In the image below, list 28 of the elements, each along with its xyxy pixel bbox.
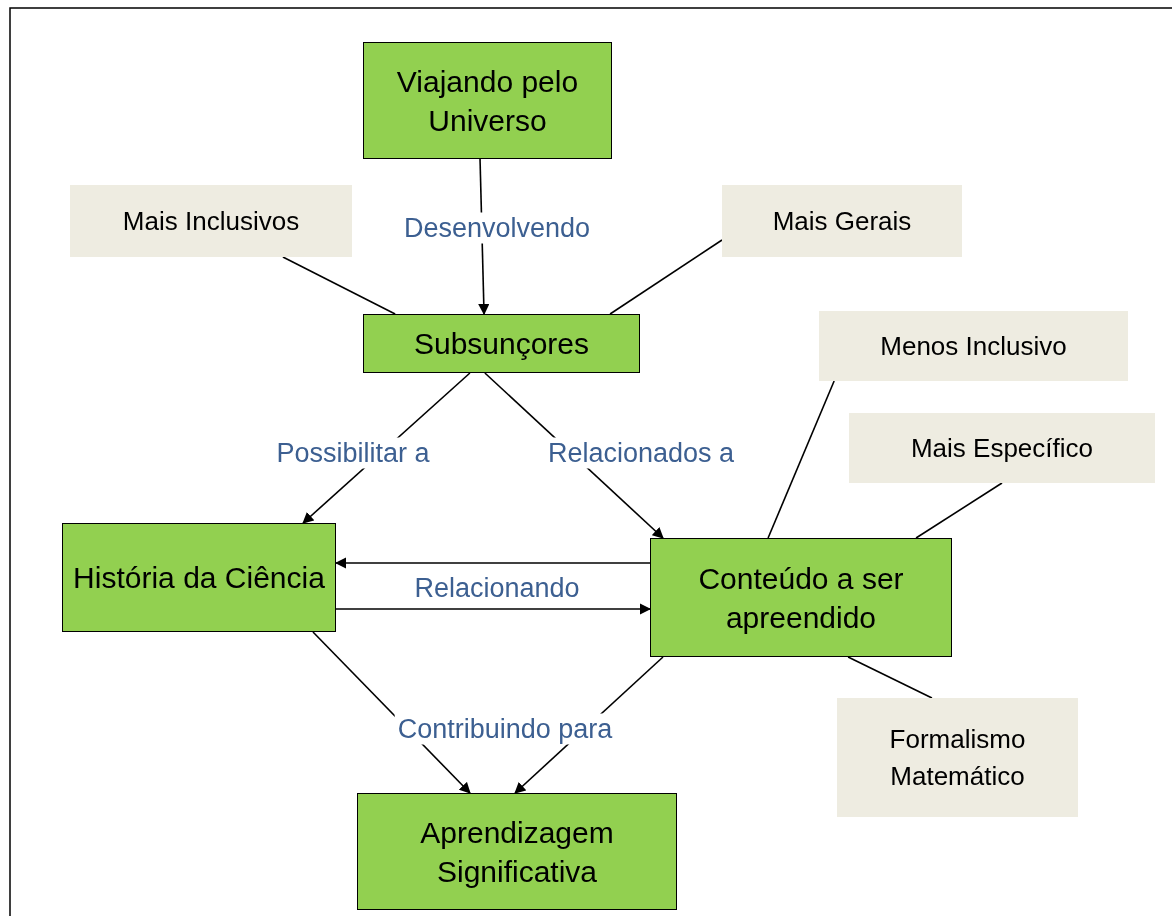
concept-box — [363, 314, 640, 373]
concept-box — [650, 538, 952, 657]
arrow — [335, 603, 652, 615]
concept-box — [62, 523, 336, 632]
note-box — [70, 185, 352, 257]
connector-line — [847, 656, 933, 699]
edge-label: Contribuindo para — [394, 713, 616, 745]
note-box — [722, 185, 962, 257]
concept-box — [357, 793, 677, 910]
node-text: Aprendizagem Significativa — [419, 814, 615, 890]
note-box — [849, 413, 1155, 483]
concept-box — [363, 42, 612, 159]
node-text: Mais Gerais — [772, 204, 912, 238]
arrow — [334, 557, 651, 569]
node-text: Conteúdo a ser apreendido — [697, 560, 905, 636]
node-text: Mais Inclusivos — [122, 204, 300, 238]
connector-line — [767, 380, 835, 539]
connector-line — [915, 482, 1003, 539]
node-text: Formalismo Matemático — [888, 723, 1027, 793]
node-text: Subsunçores — [413, 326, 590, 362]
note-box — [837, 698, 1078, 817]
connector-line — [609, 239, 723, 315]
note-box — [819, 311, 1128, 381]
node-text: Menos Inclusivo — [880, 329, 1067, 363]
node-text: Mais Específico — [910, 431, 1094, 465]
connector-line — [282, 256, 396, 315]
node-text: Viajando pelo Universo — [395, 63, 580, 139]
node-text: História da Ciência — [73, 560, 325, 596]
